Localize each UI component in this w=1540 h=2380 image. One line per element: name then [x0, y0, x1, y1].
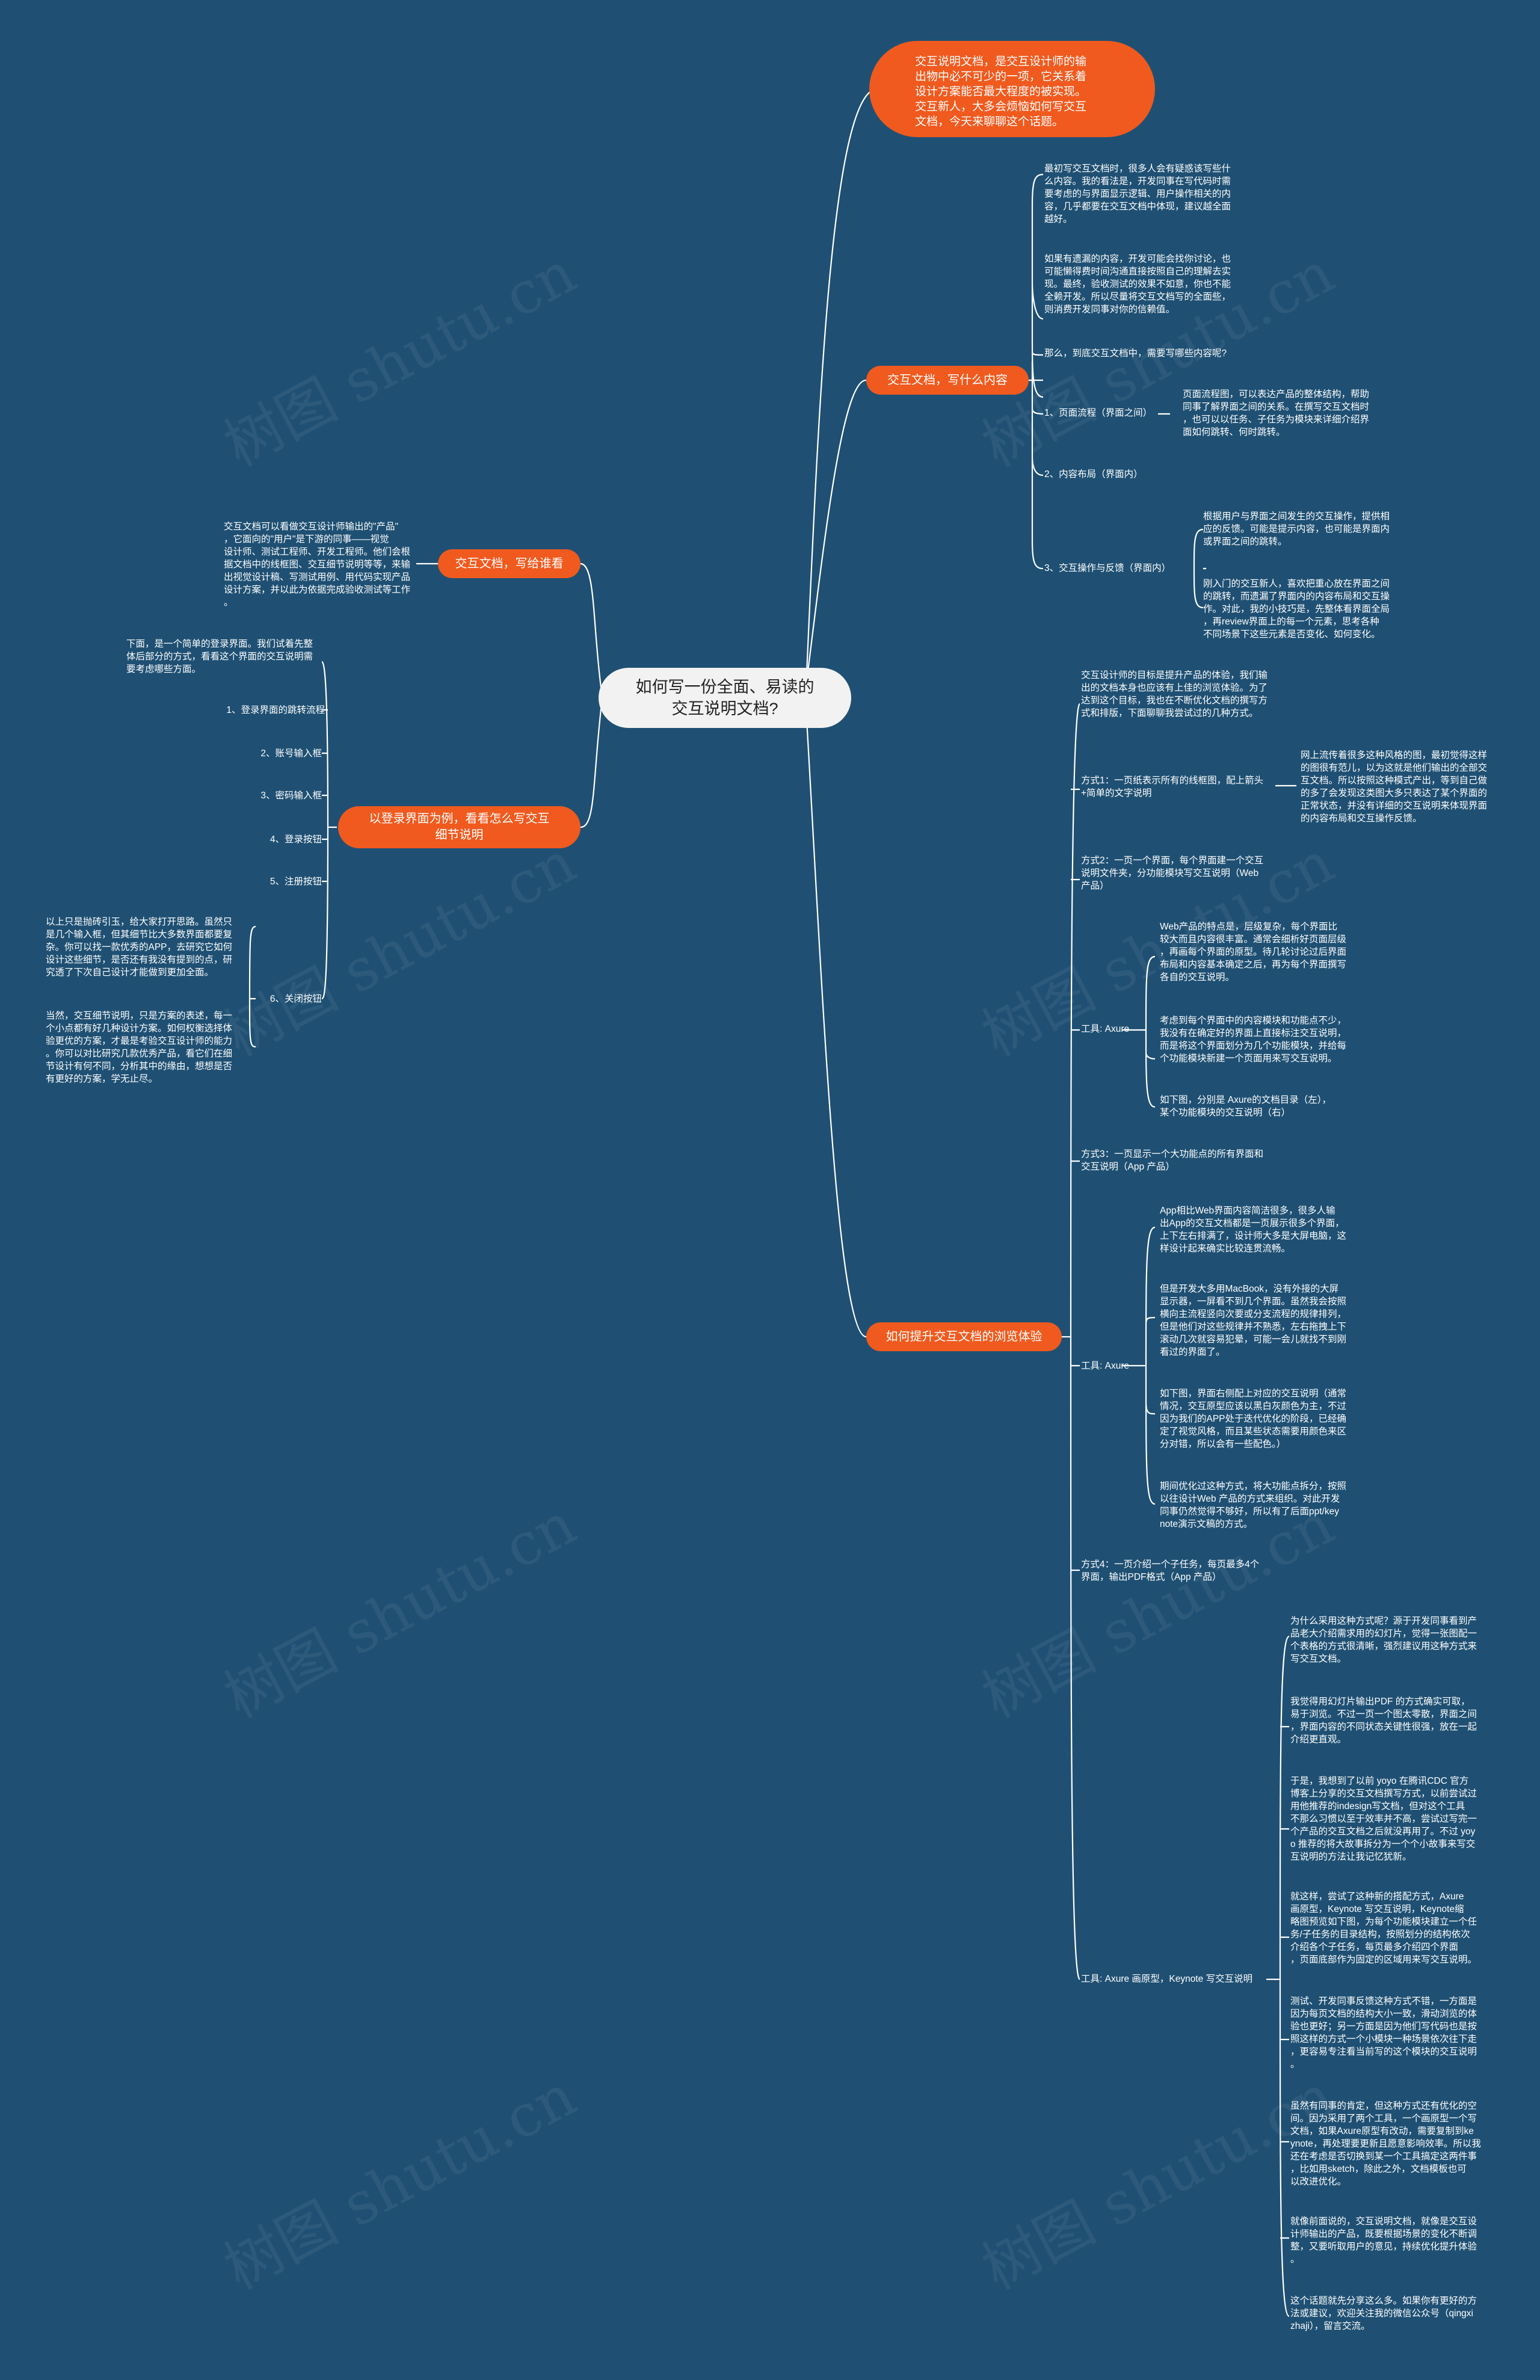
browse-m3: 方式3：一页显示一个大功能点的所有界面和 交互说明（App 产品） [1081, 1149, 1264, 1172]
browse-m1-desc: 网上流传着很多这种风格的图，最初觉得这样 的图很有范儿，以为这就是他们输出的全部… [1301, 750, 1488, 824]
login-close-b: 当然，交互细节说明，只是方案的表述，每一 个小点都有好几种设计方案。如何权衡选择… [46, 1011, 233, 1084]
browse-m2-c: 如下图，分别是 Axure的文档目录（左）， 某个功能模块的交互说明（右） [1160, 1095, 1332, 1118]
content-item1-desc: 页面流程图，可以表达产品的整体结构，帮助 同事了解界面之间的关系。在撰写交互文档… [1183, 389, 1370, 437]
browse-desc: 交互设计师的目标是提升产品的体验，我们输 出的文档本身也应该有上佳的浏览体验。为… [1081, 670, 1268, 718]
browse-m1: 方式1：一页纸表示所有的线框图，配上箭头 +简单的文字说明 [1081, 775, 1264, 798]
content-p2: 如果有遗漏的内容，开发可能会找你讨论，也 可能懒得费时间沟通直接按照自己的理解去… [1044, 254, 1231, 315]
content-p1: 最初写交互文档时，很多人会有疑惑该写些什 么内容。我的看法是，开发同事在写代码时… [1044, 164, 1231, 224]
browse-m4-item-2: 我觉得用幻灯片输出PDF 的方式确实可取， 易于浏览。不过一页一个图太零散，界面… [1290, 1697, 1477, 1745]
link-root-content [805, 379, 867, 686]
browse-m4-item-7: 就像前面说的，交互说明文档，就像是交互设 计师输出的产品，既要根据场景的变化不断… [1290, 2216, 1477, 2264]
link-content-bracket [1031, 173, 1044, 570]
browse-m3-b: 但是开发大多用MacBook，没有外接的大屏 显示器，一屏看不到几个界面。虽然我… [1160, 1284, 1347, 1357]
browse-m4-item-1: 为什么采用这种方式呢？源于开发同事看到产 品老大介绍需求用的幻灯片，觉得一张图配… [1290, 1616, 1477, 1664]
link-root-browse [805, 709, 867, 1338]
content-item3-b: 刚入门的交互新人，喜欢把重心放在界面之间 的跳转，而遗漏了界面内的内容布局和交互… [1203, 579, 1390, 640]
browse-m2: 方式2：一页一个界面，每个界面建一个交互 说明文件夹，分功能模块写交互说明（We… [1081, 856, 1264, 891]
browse-m3-a: App相比Web界面内容简洁很多，很多人输 出App的交互文档都是一页展示很多个… [1160, 1206, 1347, 1254]
link-m4-bracket [1266, 1635, 1290, 2317]
audience-desc: 交互文档可以看做交互设计师输出的"产品" ，它面向的"用户"是下游的同事——视觉… [224, 522, 411, 608]
link-close-bracket [248, 925, 256, 1048]
link-item3-bracket [1193, 528, 1206, 609]
browse-m2-a: Web产品的特点是，层级复杂，每个界面比 较大而且内容很丰富。通常会细析好页面层… [1160, 922, 1347, 982]
branch-audience[interactable]: 交互文档，写给谁看 [438, 549, 581, 578]
browse-m2-b: 考虑到每个界面中的内容模块和功能点不少， 我没有在确定好的界面上直接标注交互说明… [1160, 1016, 1347, 1064]
link-root-login [580, 703, 603, 828]
link-root-intro [805, 90, 873, 686]
login-item-1: 1、登录界面的跳转流程 [226, 705, 325, 715]
content-item1: 1、页面流程（界面之间） [1044, 408, 1153, 418]
browse-m4-item-4: 就这样，尝试了这种新的搭配方式，Axure 画原型，Keynote 写交互说明，… [1290, 1891, 1477, 1965]
browse-m3-c: 如下图，界面右侧配上对应的交互说明（通常 情况，交互原型应该以黑白灰颜色为主，不… [1160, 1389, 1347, 1449]
branch-browse[interactable]: 如何提升交互文档的浏览体验 [866, 1322, 1062, 1351]
link-login-bracket [321, 661, 337, 1000]
browse-m3-d: 期间优化过这种方式，将大功能点拆分，按照 以往设计Web 产品的方式来组织。对此… [1160, 1481, 1347, 1529]
content-item3-a: 根据用户与界面之间发生的交互操作，提供相 应的反馈。可能是提示内容，也可能是界面… [1203, 511, 1390, 547]
login-close-a: 以上只是抛砖引玉，给大家打开思路。虽然只 是几个输入框，但其细节比大多数界面都要… [46, 917, 233, 978]
content-question: 那么，到底交互文档中，需要写哪些内容呢? [1044, 348, 1227, 359]
link-browse-bracket [1070, 703, 1081, 1981]
login-desc: 下面，是一个简单的登录界面。我们试着先整 体后部分的方式，看看这个界面的交互说明… [126, 639, 313, 674]
browse-m3-tool: 工具: Axure [1081, 1361, 1130, 1371]
browse-m4-item-6: 虽然有同事的肯定，但这种方式还有优化的空 间。因为采用了两个工具，一个画原型一个… [1290, 2101, 1481, 2187]
login-item-6: 6、关闭按钮 [270, 994, 322, 1004]
browse-m4-tool: 工具: Axure 画原型，Keynote 写交互说明 [1081, 1974, 1253, 1984]
browse-m2-tool: 工具: Axure [1081, 1024, 1130, 1034]
browse-m4-item-8: 这个话题就先分享这么多。如果你有更好的方 法或建议，欢迎关注我的微信公众号（qi… [1290, 2296, 1477, 2331]
login-item-5: 5、注册按钮 [270, 877, 322, 887]
content-item3: 3、交互操作与反馈（界面内） [1044, 563, 1171, 573]
link-m3-bracket [1122, 1226, 1156, 1505]
link-m2-bracket [1122, 955, 1156, 1108]
browse-m4-item-3: 于是，我想到了以前 yoyo 在腾讯CDC 官方 博客上分享的交互文档撰写方式，… [1290, 1776, 1477, 1862]
root-topic[interactable]: 如何写一份全面、易读的 交互说明文档? [599, 668, 851, 728]
link-root-audience [580, 563, 603, 692]
browse-m4: 方式4：一页介绍一个子任务，每页最多4个 界面，输出PDF格式（App 产品） [1081, 1559, 1260, 1582]
intro-node[interactable]: 交互说明文档，是交互设计师的输 出物中必不可少的一项，它关系着 设计方案能否最大… [869, 41, 1155, 137]
browse-m4-item-5: 测试、开发同事反馈这种方式不错，一方面是 因为每页文档的结构大小一致，滑动浏览的… [1290, 1996, 1477, 2070]
login-item-2: 2、账号输入框 [260, 748, 322, 759]
login-item-3: 3、密码输入框 [260, 791, 322, 801]
content-item2: 2、内容布局（界面内） [1044, 469, 1143, 479]
branch-login[interactable]: 以登录界面为例，看看怎么写交互 细节说明 [338, 806, 581, 848]
login-item-4: 4、登录按钮 [270, 834, 322, 845]
branch-content[interactable]: 交互文档，写什么内容 [866, 366, 1029, 395]
